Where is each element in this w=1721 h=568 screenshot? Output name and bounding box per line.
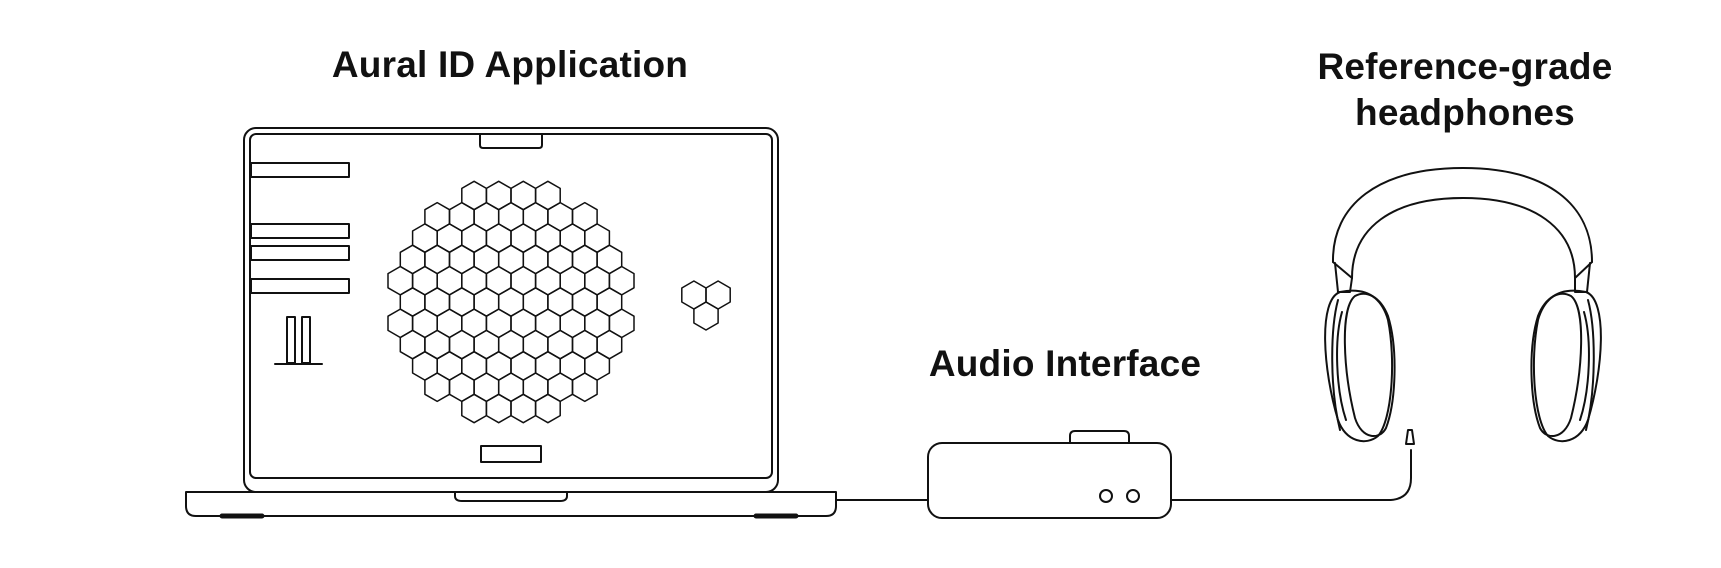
hex-cell-80: [573, 373, 598, 401]
interface-jack-1: [1100, 490, 1112, 502]
hex-cell-84: [536, 394, 561, 422]
menu-bar-1: [251, 163, 349, 177]
camera-notch: [480, 134, 542, 148]
menu-bar-2: [251, 224, 349, 238]
headphone-cable: [1171, 450, 1411, 500]
laptop-lid: [244, 128, 778, 492]
menu-bar-4: [251, 279, 349, 293]
headband-outer: [1333, 168, 1592, 262]
aural-id-application-label: Aural ID Application: [331, 44, 689, 85]
hex-cell-81: [462, 394, 487, 422]
slider-left: [1335, 263, 1352, 292]
headphones-label: Reference-grade headphones: [1285, 44, 1645, 136]
hex-cell-82: [486, 394, 511, 422]
screen-button: [481, 446, 541, 462]
interface-body: [928, 443, 1171, 518]
headband-inner: [1352, 198, 1575, 278]
laptop-base: [186, 492, 836, 516]
ear-cup-right: [1531, 291, 1600, 442]
app-ui-illustration: [251, 163, 730, 462]
audio-interface-icon: [928, 431, 1171, 518]
headphone-plug: [1406, 430, 1414, 444]
small-hexagon-cluster-icon: [682, 281, 730, 330]
headband-ends: [1333, 262, 1592, 278]
trackpad-notch: [455, 492, 567, 501]
audio-interface-label: Audio Interface: [928, 343, 1202, 384]
hexagon-grid-icon: [388, 181, 634, 422]
interface-knob: [1070, 431, 1129, 443]
small-hex-2: [694, 302, 718, 330]
level-meter-icon: [275, 317, 322, 364]
headphones-label-line1: Reference-grade: [1317, 46, 1613, 87]
interface-jack-2: [1127, 490, 1139, 502]
laptop-icon: [186, 128, 836, 516]
hex-cell-83: [511, 394, 536, 422]
headphones-icon: [1325, 168, 1601, 444]
menu-bar-3: [251, 246, 349, 260]
laptop-screen: [250, 134, 772, 478]
ear-cup-left: [1325, 291, 1394, 442]
headphones-label-line2: headphones: [1355, 92, 1575, 133]
hex-cell-74: [425, 373, 450, 401]
